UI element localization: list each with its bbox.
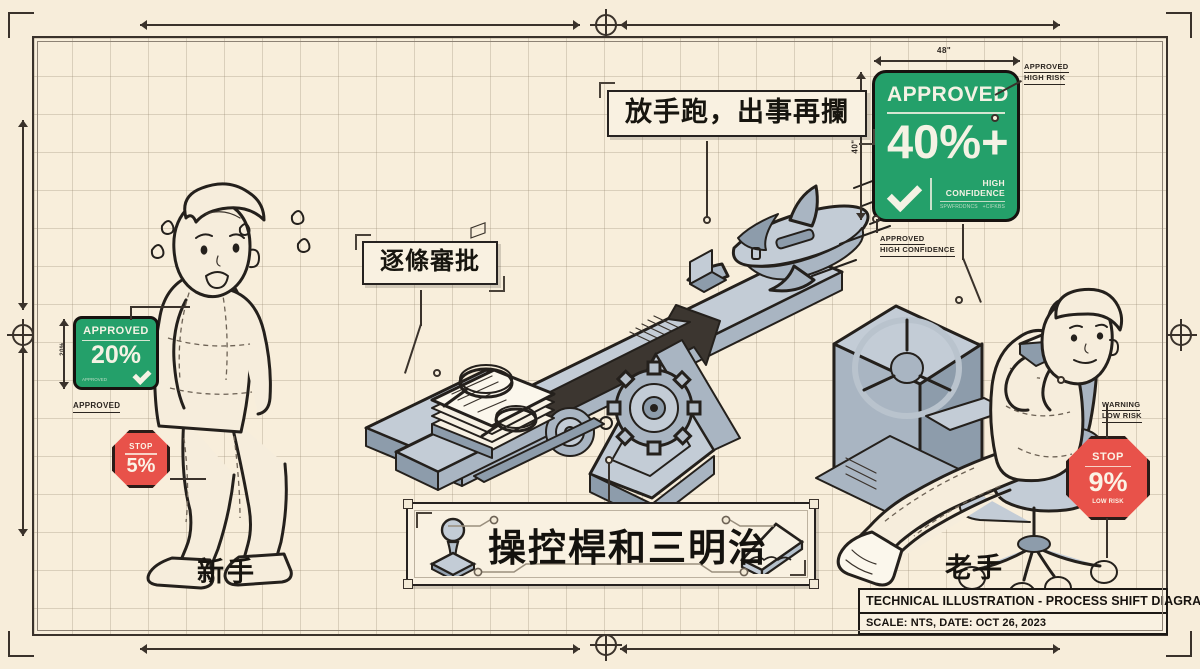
check-icon-large [886, 176, 923, 213]
stop-sign-right-rule [1085, 465, 1131, 468]
callout-ship-bracket-top-left [599, 82, 615, 98]
stop-sign-right-label: STOP [1092, 450, 1124, 463]
banner-handle-bottom-right[interactable] [809, 579, 819, 589]
magnifier-icon [442, 364, 514, 408]
stop-sign-left-rule [125, 453, 157, 455]
persona-label-right: 老手 [945, 553, 1005, 583]
rocket-launch-icon [686, 165, 923, 293]
approved-badge-right-height-dimension-line [857, 72, 865, 220]
paper-stack-icon [430, 222, 556, 459]
callout-review-anchor-dot [433, 369, 441, 377]
dimension-line-top [140, 21, 580, 29]
callout-review-leader [420, 290, 422, 326]
approved-badge-left-title: APPROVED [83, 325, 149, 337]
banner-top-anchor-dot [605, 456, 613, 464]
title-block-line1: TECHNICAL ILLUSTRATION - PROCESS SHIFT D… [860, 590, 1200, 614]
approved-badge-right-width-value: 48" [937, 46, 952, 55]
banner-handle-top-right[interactable] [809, 499, 819, 509]
corner-mark-top-left [8, 12, 34, 38]
approved-badge-right-micro: SPWFRDDNCS +CIFKBS [940, 204, 1005, 210]
main-title-banner[interactable]: 操控桿和三明治 [403, 499, 819, 589]
corner-mark-bottom-left [8, 631, 34, 657]
joystick-icon [429, 517, 477, 576]
corner-mark-top-right [1166, 12, 1192, 38]
banner-handle-bottom-left[interactable] [403, 579, 413, 589]
registration-mark-right [1165, 319, 1197, 351]
annotation-anchor-dot-top [991, 114, 999, 122]
relaxed-veteran-figure [815, 287, 1124, 606]
approved-badge-right-sub: HIGH CONFIDENCE [945, 177, 1005, 198]
approved-badge-left-caption: APPROVED [73, 401, 121, 413]
badge-right-scene-leader-v [962, 224, 964, 260]
callout-ship-first-fix-later[interactable]: 放手跑，出事再攔 [599, 82, 875, 145]
stop-sign-right-anchor-dot [1057, 376, 1065, 384]
magnifier-icon-secondary [480, 405, 538, 438]
stop-sign-right-leader [1106, 404, 1108, 438]
callout-ship-leader [706, 141, 708, 219]
steering-wheel-icon [852, 317, 962, 419]
approved-badge-left-leader-v [130, 306, 132, 320]
blueprint-sheet: .ol { fill:none; stroke:#24201c; stroke-… [32, 36, 1200, 636]
stop-sign-right-leader-down [1106, 518, 1108, 558]
approved-badge-left-value: 20% [90, 341, 142, 370]
persona-label-left: 新手 [197, 557, 257, 587]
approved-badge-left-dimension-line [60, 319, 68, 389]
registration-mark-top [590, 9, 622, 41]
banner-bracket-bottom-right [790, 560, 806, 576]
callout-review-line-by-line[interactable]: 逐條審批 [355, 234, 505, 292]
dimension-line-top-right [620, 21, 1060, 29]
anxious-novice-figure [146, 182, 311, 590]
title-block[interactable]: TECHNICAL ILLUSTRATION - PROCESS SHIFT D… [858, 588, 1200, 635]
callout-review-label: 逐條審批 [380, 248, 480, 275]
approved-badge-right-title: APPROVED [887, 83, 1009, 106]
approved-badge-right-value: 40%+ [887, 115, 1009, 169]
approved-badge-left-leader [130, 306, 190, 308]
annotation-approved-high-confidence: APPROVED HIGH CONFIDENCE [880, 234, 955, 257]
illustration-artwork: .ol { fill:none; stroke:#24201c; stroke-… [146, 165, 1124, 606]
badge-right-scene-anchor-dot [955, 296, 963, 304]
dimension-line-bottom [140, 645, 580, 653]
annotation-leader-bottom-left [876, 219, 878, 233]
dimension-line-left [19, 120, 27, 310]
approved-badge-left[interactable]: APPROVED 20% APPROVED [73, 316, 159, 390]
approved-badge-left-micro: APPROVED [82, 377, 108, 382]
stop-sign-left-leader [170, 478, 206, 480]
approved-badge-right[interactable]: APPROVED 40%+ HIGH CONFIDENCE SPWFRDDNCS… [872, 70, 1020, 222]
approved-badge-right-width-dimension-line [874, 57, 1020, 65]
stop-sign-right-foot: LOW RISK [1092, 499, 1124, 506]
banner-inner-rule [414, 510, 808, 578]
callout-ship-label: 放手跑，出事再攔 [625, 97, 849, 127]
title-block-line2: SCALE: NTS, DATE: OCT 26, 2023 [866, 617, 1047, 629]
main-title-text: 操控桿和三明治 [487, 527, 768, 570]
annotation-approved-high-risk: APPROVED HIGH RISK [1024, 62, 1069, 85]
callout-bracket-top-left [355, 234, 371, 250]
dimension-line-bottom-right [620, 645, 1060, 653]
callout-bracket-bottom-right [489, 276, 505, 292]
sandwich-icon [739, 522, 805, 574]
corner-mark-bottom-right [1166, 631, 1192, 657]
gear-fulcrum-icon [606, 360, 702, 456]
stop-sign-left[interactable]: STOP 5% [112, 430, 170, 488]
annotation-warning-low-risk: WARNING LOW RISK [1102, 400, 1142, 423]
banner-top-leader [608, 462, 610, 502]
callout-ship-bracket-bottom-right [859, 129, 875, 145]
registration-mark-left [7, 319, 39, 351]
dimension-line-left-lower [19, 346, 27, 536]
stop-sign-right-value: 9% [1088, 467, 1128, 498]
banner-bracket-top-left [416, 512, 432, 528]
approved-badge-left-rule [82, 340, 150, 342]
banner-handle-top-left[interactable] [403, 499, 413, 509]
stop-sign-left-value: 5% [126, 454, 156, 477]
stop-sign-left-label: STOP [129, 442, 153, 452]
seesaw-lever-illustration [364, 165, 923, 523]
callout-ship-anchor-dot [703, 216, 711, 224]
approved-badge-right-rule [887, 112, 1005, 115]
stop-sign-right[interactable]: STOP 9% LOW RISK [1066, 436, 1150, 520]
banner-circuit-decoration [448, 515, 774, 577]
